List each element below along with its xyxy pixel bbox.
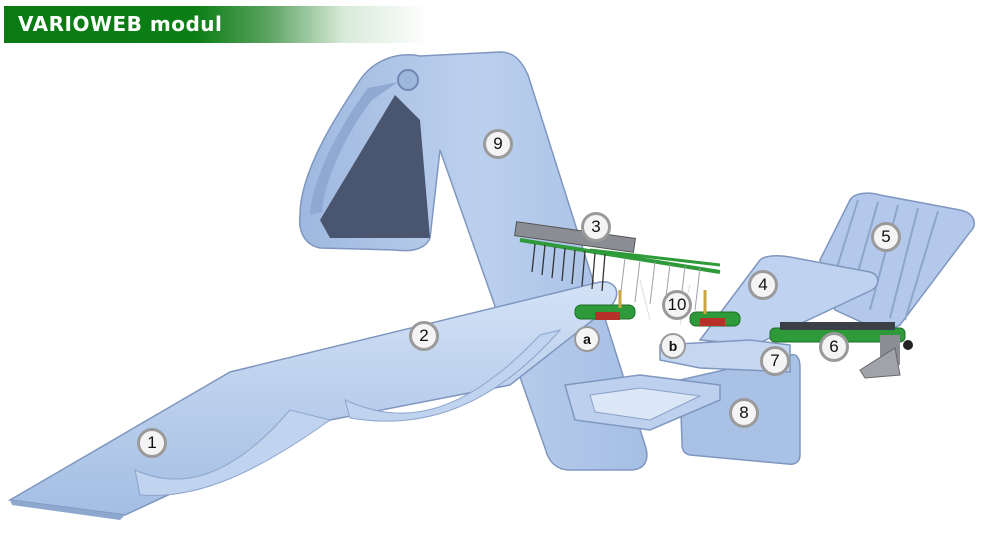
callout-3: 3 xyxy=(581,212,611,242)
page-title: VARIOWEB modul xyxy=(18,12,223,36)
callout-7: 7 xyxy=(760,346,790,376)
callout-9: 9 xyxy=(483,129,513,159)
callout-8: 8 xyxy=(729,398,759,428)
callout-1: 1 xyxy=(137,428,167,458)
callout-b: b xyxy=(660,333,686,359)
callout-2: 2 xyxy=(409,321,439,351)
belt-4 xyxy=(698,255,879,346)
belt-9 xyxy=(298,51,648,471)
needle-bar-3 xyxy=(514,221,721,311)
callout-6: 6 xyxy=(819,332,849,362)
callout-5: 5 xyxy=(871,222,901,252)
title-banner: VARIOWEB modul xyxy=(4,6,429,43)
callout-4: 4 xyxy=(748,270,778,300)
part-7 xyxy=(659,339,791,373)
belt-1-2 xyxy=(7,281,618,520)
callout-a: a xyxy=(574,326,600,352)
rollers-10 xyxy=(574,279,741,327)
belt-5 xyxy=(819,192,976,330)
callout-10: 10 xyxy=(662,290,692,320)
